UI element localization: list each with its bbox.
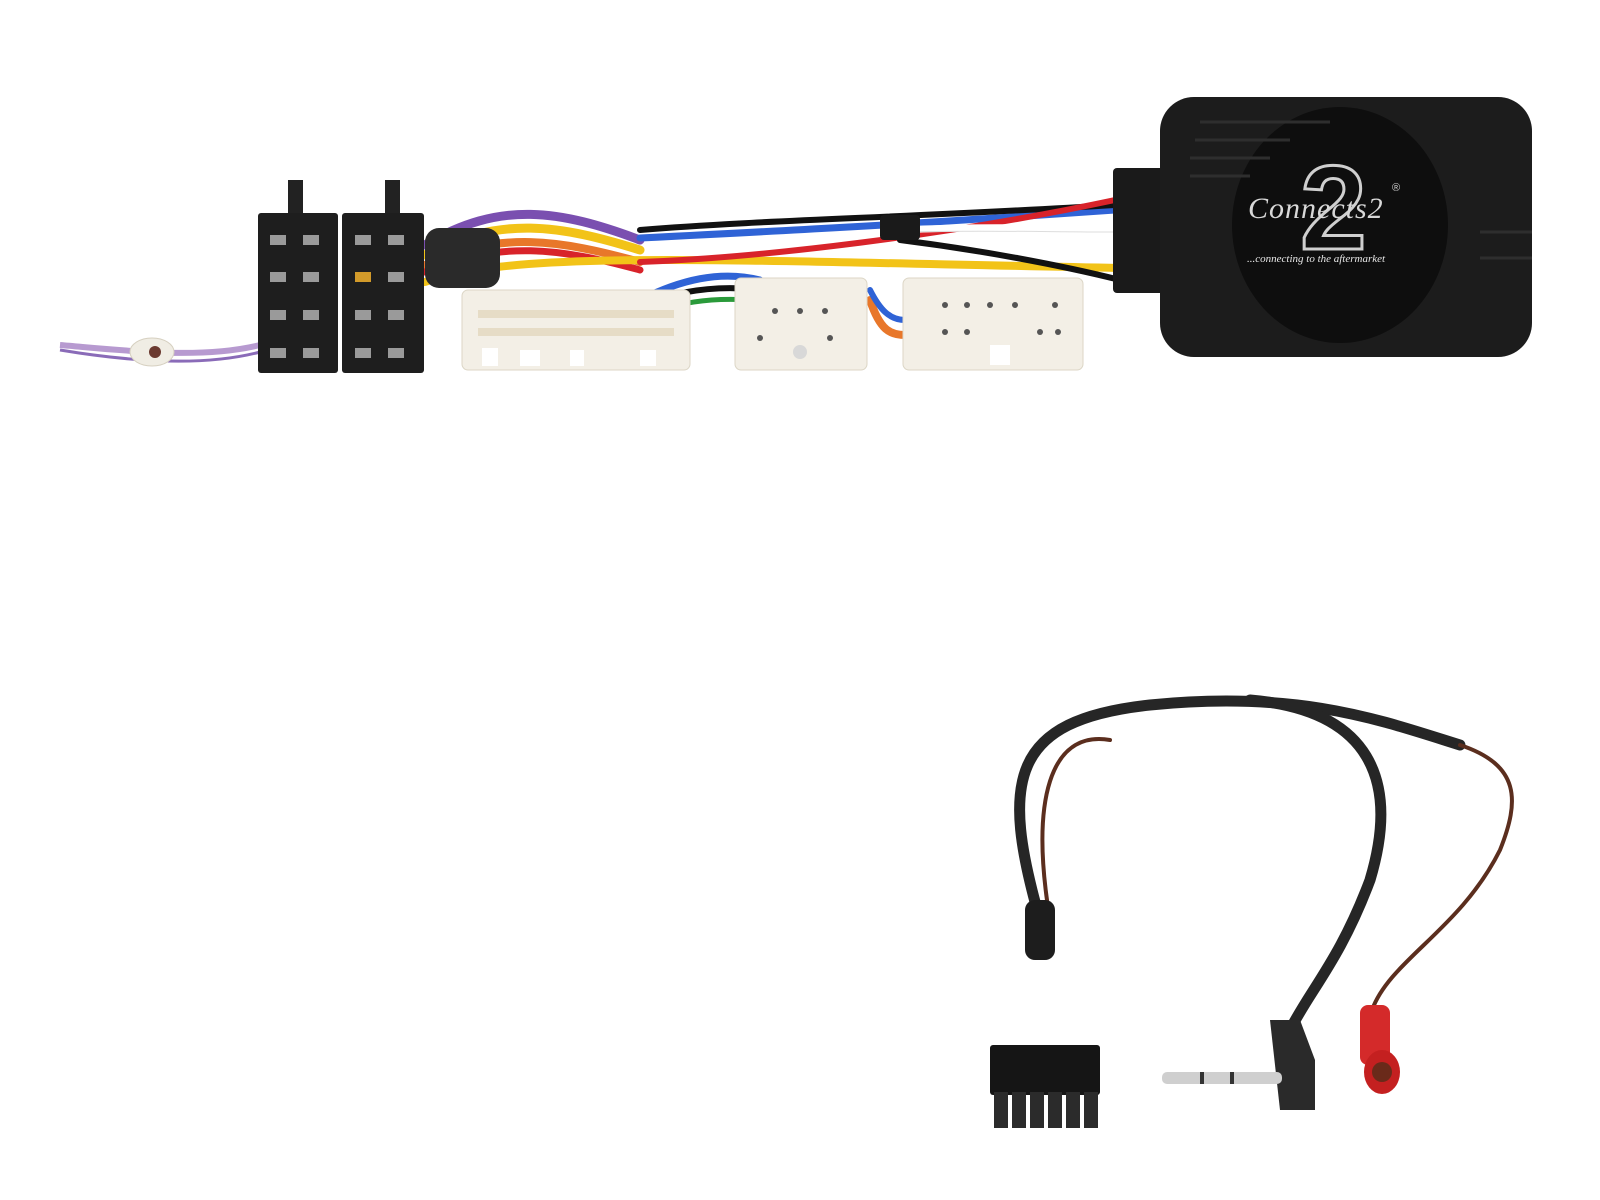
heatshrink-sleeve xyxy=(425,228,500,288)
vehicle-connector-small xyxy=(734,277,868,371)
cable-tie-band xyxy=(880,215,920,240)
registered-mark: ® xyxy=(1392,182,1401,194)
vehicle-connector-large xyxy=(461,289,691,371)
radio-12pin-connector xyxy=(990,900,1100,1128)
vehicle-connector-medium xyxy=(902,277,1084,371)
brand-logo: Connects2 xyxy=(1248,192,1384,225)
antenna-power-lead xyxy=(59,337,261,367)
jack-3-5mm xyxy=(1162,1020,1315,1110)
interface-module xyxy=(1113,97,1532,357)
red-bullet-connector xyxy=(1360,1005,1400,1094)
logo-numeral: 2 xyxy=(1299,141,1369,275)
patch-lead-cables xyxy=(1014,694,1514,1036)
iso-connector-right xyxy=(342,180,424,373)
iso-connector-left xyxy=(258,180,338,373)
brand-tagline: ...connecting to the aftermarket xyxy=(1247,253,1386,265)
